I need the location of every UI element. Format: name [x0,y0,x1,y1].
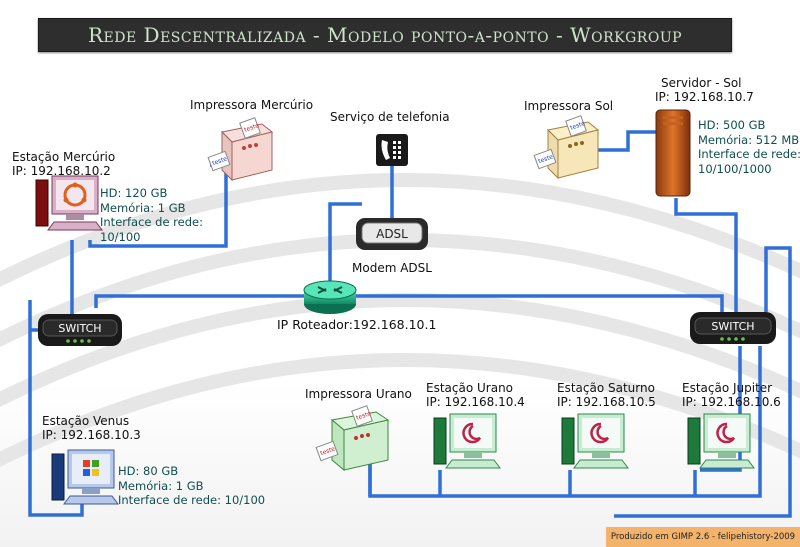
modem-name: Modem ADSL [352,261,432,275]
servidor-sol-ip: IP: 192.168.10.7 [655,90,754,104]
telephone-icon [376,134,408,166]
switch-left: SWITCH [38,314,122,346]
telefonia-name: Serviço de telefonia [330,110,450,124]
modem-icon: ADSL [356,218,428,250]
estacao-urano-name: Estação Urano [426,381,514,395]
workstation-saturno-icon [561,413,629,469]
estacao-jupiter-ip: IP: 192.168.10.6 [682,395,781,409]
estacao-saturno-name: Estação Saturno [557,381,655,395]
link-impressora-sol-servidor [596,130,660,152]
switch-right-label: SWITCH [711,320,754,333]
link-servidor-switch [674,198,738,312]
workstation-urano-icon [433,413,501,469]
estacao-venus-ip: IP: 192.168.10.3 [42,428,141,442]
servidor-sol-specs: HD: 500 GB Memória: 512 MB Interface de … [698,118,800,176]
link-router-switch-left [94,294,310,308]
estacao-mercurio-spec-if: Interface de rede: [100,215,203,229]
link-router-modem [328,202,362,290]
estacao-venus-spec-if: Interface de rede: 10/100 [118,493,266,507]
servidor-sol-spec-mem: Memória: 512 MB [698,132,800,147]
footer-credit: Produzido em GIMP 2.6 - felipehistory-20… [606,527,800,547]
printer-mercurio-paper-top: teste [243,122,260,134]
impressora-urano-name: Impressora Urano [305,387,412,401]
roteador-name: IP Roteador:192.168.10.1 [277,317,437,332]
printer-sol-icon: teste teste [533,115,600,180]
link-router-switch-right [350,294,724,312]
printer-mercurio-paper-front: teste [211,155,228,167]
impressora-sol-name: Impressora Sol [524,99,614,113]
diagram-title: Rede Descentralizada - Modelo ponto-a-po… [87,23,683,47]
estacao-jupiter-name: Estação Jupiter [682,381,773,395]
estacao-venus-specs: HD: 80 GB Memória: 1 GB Interface de red… [118,464,265,508]
link-bus-bottom [368,346,762,498]
servidor-sol-spec-hd: HD: 500 GB [698,118,766,132]
network-links [28,130,792,518]
servidor-sol-spec-speed: 10/100/1000 [698,161,772,176]
servidor-sol-spec-if: Interface de rede: [698,147,800,161]
printer-urano-icon: teste teste [315,405,390,472]
workstation-mercurio-icon [35,175,103,231]
printer-sol-paper-top: teste [569,120,586,132]
workstation-jupiter-icon [687,413,755,469]
estacao-mercurio-ip: IP: 192.168.10.2 [12,164,111,178]
switch-right: SWITCH [690,312,776,344]
link-switch-stations [700,346,742,472]
estacao-saturno-ip: IP: 192.168.10.5 [557,395,656,409]
estacao-urano-ip: IP: 192.168.10.4 [426,395,525,409]
link-switch-venus [28,300,84,517]
estacao-mercurio-spec-speed: 10/100 [100,229,141,244]
estacao-venus-name: Estação Venus [42,414,130,428]
printer-urano-paper-front: teste [319,445,336,457]
estacao-mercurio-spec-mem: Memória: 1 GB [100,200,186,215]
impressora-mercurio-name: Impressora Mercúrio [190,98,314,112]
workstation-venus-icon [51,449,119,505]
title-banner: Rede Descentralizada - Modelo ponto-a-po… [38,18,732,52]
router-icon [303,280,357,314]
printer-sol-paper-front: teste [537,153,554,165]
switch-left-label: SWITCH [58,322,101,335]
printer-urano-paper-top: teste [355,410,372,422]
printer-mercurio-icon: teste teste [207,117,274,182]
server-icon [655,109,691,197]
estacao-mercurio-spec-hd: HD: 120 GB [100,186,168,200]
link-switch-right-loop [614,246,792,518]
estacao-venus-spec-hd: HD: 80 GB [118,464,179,478]
estacao-venus-spec-mem: Memória: 1 GB [118,478,204,493]
servidor-sol-name: Servidor - Sol [661,76,742,90]
adsl-label: ADSL [376,227,408,241]
estacao-mercurio-name: Estação Mercúrio [12,150,116,164]
estacao-mercurio-specs: HD: 120 GB Memória: 1 GB Interface de re… [100,186,203,244]
